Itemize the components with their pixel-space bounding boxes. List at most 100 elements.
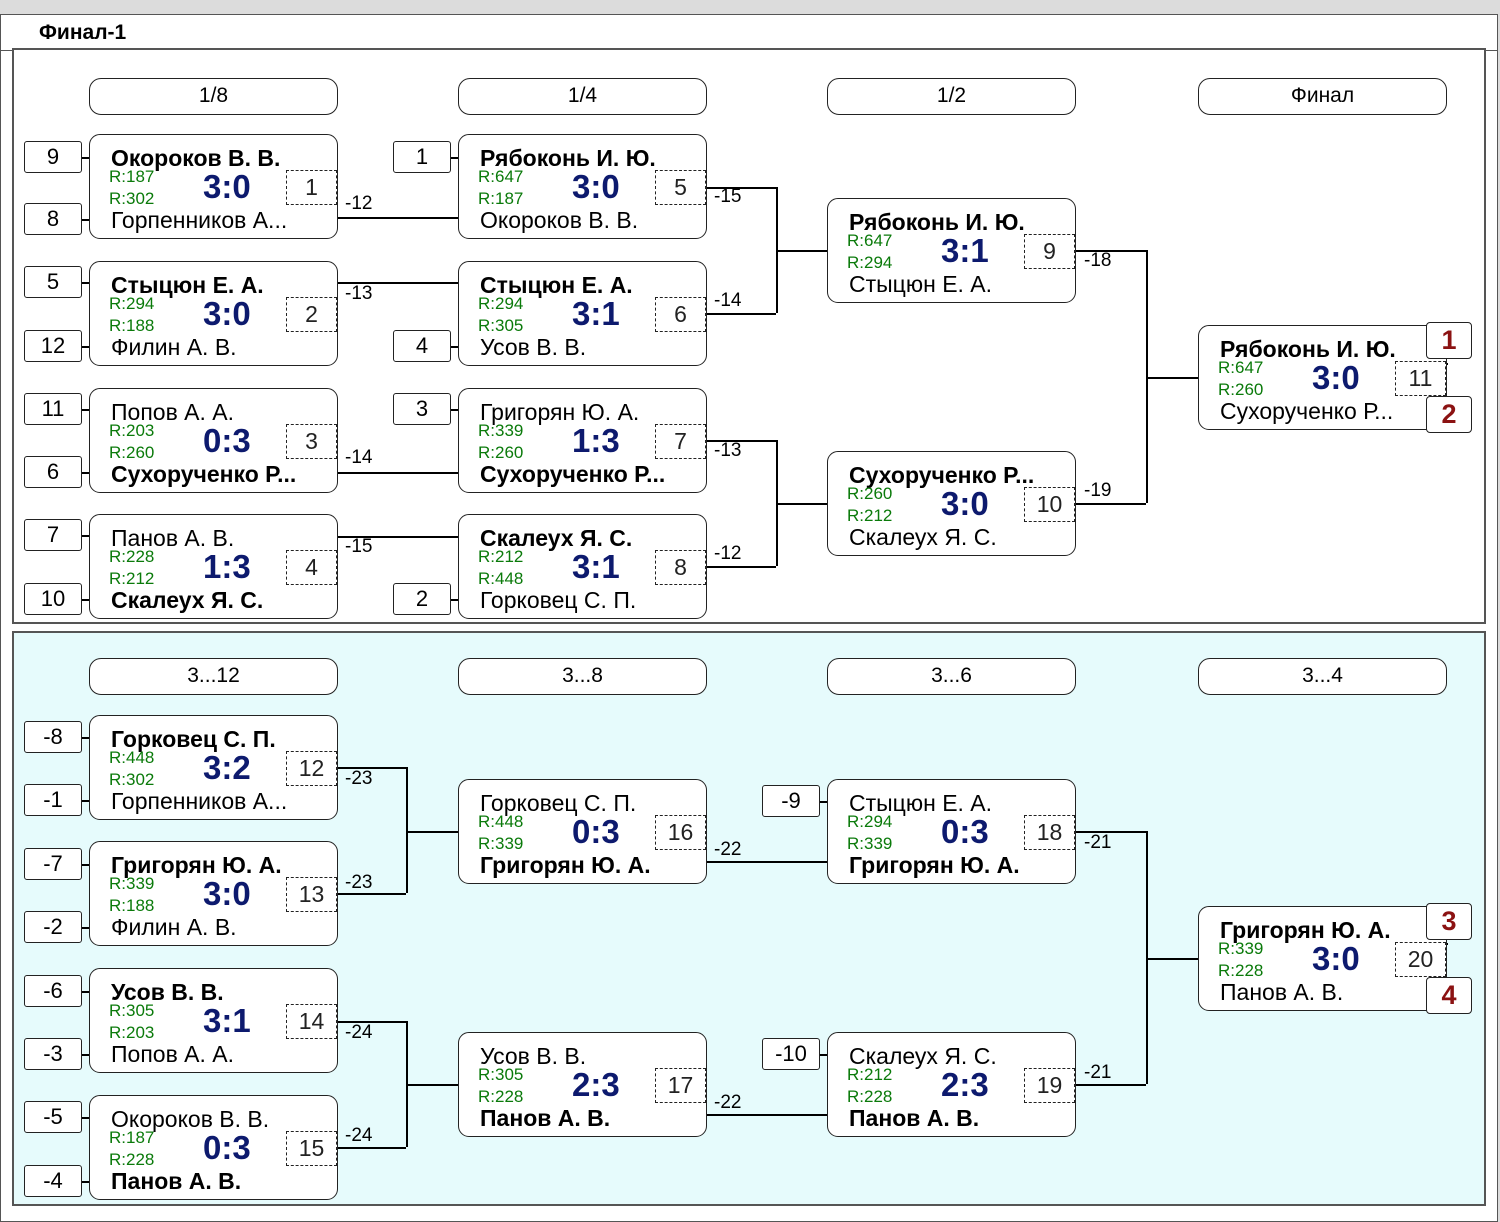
player-name: Филин А. В. xyxy=(111,334,237,360)
player-name: Скалеух Я. С. xyxy=(111,587,264,613)
player-rating: R:188 xyxy=(109,316,155,335)
loser-ref: -12 xyxy=(714,543,742,564)
match-number: 13 xyxy=(286,877,337,912)
player-rating: R:260 xyxy=(847,484,893,503)
match-score: 3:1 xyxy=(572,548,620,585)
player-name: Горпенников А... xyxy=(111,788,288,814)
connector-line xyxy=(406,767,408,893)
player-name: Попов А. А. xyxy=(111,399,235,425)
loser-ref: -22 xyxy=(714,1092,742,1113)
player-name: Филин А. В. xyxy=(111,914,237,940)
round-header[interactable]: 3...6 xyxy=(827,658,1076,695)
connector-line xyxy=(820,1054,830,1056)
round-header[interactable]: 1/2 xyxy=(827,78,1076,115)
player-name: Горковец С. П. xyxy=(480,790,637,816)
player-rating: R:448 xyxy=(478,812,524,831)
player-rating: R:260 xyxy=(478,443,524,462)
loser-ref: -21 xyxy=(1084,832,1112,853)
player-name: Сухорученко Р... xyxy=(1220,398,1394,424)
match-score: 3:1 xyxy=(572,295,620,332)
player-name: Рябоконь И. Ю. xyxy=(849,209,1025,235)
match-score: 3:1 xyxy=(203,1002,251,1039)
round-header[interactable]: 3...4 xyxy=(1198,658,1447,695)
connector-line xyxy=(338,282,458,284)
round-header[interactable]: Финал xyxy=(1198,78,1447,115)
player-rating: R:203 xyxy=(109,1023,155,1042)
match-score: 0:3 xyxy=(203,1129,251,1166)
player-name: Григорян Ю. А. xyxy=(849,852,1020,878)
match-number: 1 xyxy=(286,170,337,205)
connector-line xyxy=(776,503,827,505)
connector-line xyxy=(406,1084,458,1086)
place-badge: 3 xyxy=(1426,903,1472,940)
player-name: Григорян Ю. А. xyxy=(111,852,282,878)
match-number: 19 xyxy=(1024,1068,1075,1103)
player-name: Стыцюн Е. А. xyxy=(480,272,633,298)
seed-number: -7 xyxy=(24,848,82,880)
match-score: 0:3 xyxy=(572,813,620,850)
match-number: 7 xyxy=(655,424,706,459)
connector-line xyxy=(820,801,830,803)
loser-ref: -19 xyxy=(1084,480,1112,501)
player-name: Усов В. В. xyxy=(480,1043,587,1069)
connector-line xyxy=(338,1147,406,1149)
player-rating: R:339 xyxy=(478,421,524,440)
connector-line xyxy=(707,187,776,189)
round-header[interactable]: 3...8 xyxy=(458,658,707,695)
player-rating: R:228 xyxy=(478,1087,524,1106)
player-rating: R:294 xyxy=(109,294,155,313)
connector-line xyxy=(451,409,461,411)
round-header[interactable]: 3...12 xyxy=(89,658,338,695)
connector-line xyxy=(1076,831,1146,833)
match-score: 3:1 xyxy=(941,232,989,269)
match-score: 1:3 xyxy=(203,548,251,585)
connector-line xyxy=(707,566,776,568)
connector-line xyxy=(338,767,406,769)
match-score: 3:0 xyxy=(203,875,251,912)
connector-line xyxy=(707,440,776,442)
connector-line xyxy=(82,927,92,929)
player-rating: R:305 xyxy=(109,1001,155,1020)
round-header[interactable]: 1/4 xyxy=(458,78,707,115)
connector-line xyxy=(82,1181,92,1183)
player-rating: R:260 xyxy=(109,443,155,462)
player-name: Стыцюн Е. А. xyxy=(849,271,993,297)
player-name: Скалеух Я. С. xyxy=(849,1043,997,1069)
player-name: Попов А. А. xyxy=(111,1041,235,1067)
loser-ref: -21 xyxy=(1084,1062,1112,1083)
match-score: 2:3 xyxy=(572,1066,620,1103)
player-name: Григорян Ю. А. xyxy=(480,852,651,878)
round-header[interactable]: 1/8 xyxy=(89,78,338,115)
seed-number: -9 xyxy=(762,785,820,817)
connector-line xyxy=(1146,958,1198,960)
connector-line xyxy=(338,893,406,895)
player-name: Панов А. В. xyxy=(111,525,235,551)
player-name: Окороков В. В. xyxy=(111,145,281,171)
seed-number: 9 xyxy=(24,141,82,173)
match-number: 6 xyxy=(655,297,706,332)
seed-number: 3 xyxy=(393,393,451,425)
match-number: 4 xyxy=(286,550,337,585)
seed-number: -3 xyxy=(24,1038,82,1070)
